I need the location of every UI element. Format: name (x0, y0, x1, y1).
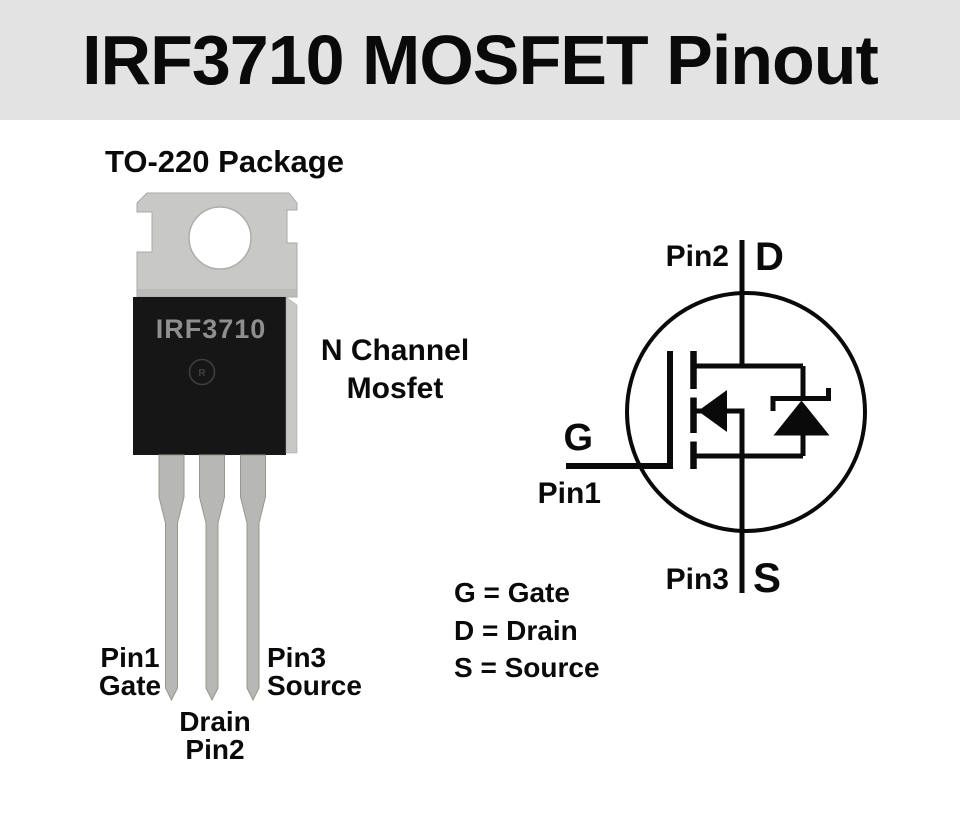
body-diode (770, 366, 831, 456)
drain-pin-label: Pin2 (666, 240, 729, 273)
symbol-circle (625, 291, 867, 533)
legend-item-gate: G = Gate (454, 577, 570, 608)
pin1-number: Pin1 (100, 642, 160, 673)
to220-package-graphic: IRF3710 R (133, 192, 298, 702)
pin2-label: Drain Pin2 (165, 708, 265, 763)
mosfet-symbol-graphic: Pin2 D G Pin1 Pin3 S (538, 235, 867, 600)
svg-text:R: R (198, 368, 206, 379)
drain-letter-label: D (755, 235, 784, 279)
pin3-number: Pin3 (267, 642, 327, 673)
source-pin-label: Pin3 (666, 563, 729, 596)
diode-cathode-bar (770, 388, 831, 411)
legend-item-source: S = Source (454, 652, 600, 683)
tab-bottom-shade (137, 289, 297, 297)
source-letter-label: S (753, 554, 781, 600)
channel-type-line2: Mosfet (346, 372, 444, 405)
gate-electrode-line (566, 351, 673, 469)
pin2-name: Drain (179, 706, 251, 737)
pin2-number: Pin2 (185, 733, 245, 765)
package-body-side-edge (285, 296, 298, 454)
package-section-label: TO-220 Package (105, 144, 344, 179)
ir-logo: R (188, 358, 216, 386)
pin1-name: Gate (98, 669, 162, 701)
pin3-name: Source (267, 669, 362, 701)
title-bar: IRF3710 MOSFET Pinout (0, 0, 960, 120)
legend: G = Gate D = Drain S = Source (454, 574, 600, 687)
body-arrow (698, 390, 727, 432)
pin2-leg (199, 454, 225, 702)
gate-letter-label: G (563, 417, 593, 459)
mounting-hole (188, 206, 252, 270)
part-number-marking: IRF3710 (156, 314, 267, 344)
pin3-leg (240, 454, 266, 702)
pin1-label: Pin1 Gate (80, 644, 180, 699)
channel-type-label: N Channel Mosfet (300, 332, 490, 408)
channel-type-line1: N Channel (320, 334, 470, 367)
page-title: IRF3710 MOSFET Pinout (82, 21, 879, 99)
gate-pin-label: Pin1 (538, 477, 601, 510)
pin1-leg (158, 454, 185, 702)
package-body (133, 297, 286, 455)
diode-triangle (773, 400, 830, 436)
legend-item-drain: D = Drain (454, 614, 578, 646)
pin3-label: Pin3 Source (267, 644, 362, 699)
